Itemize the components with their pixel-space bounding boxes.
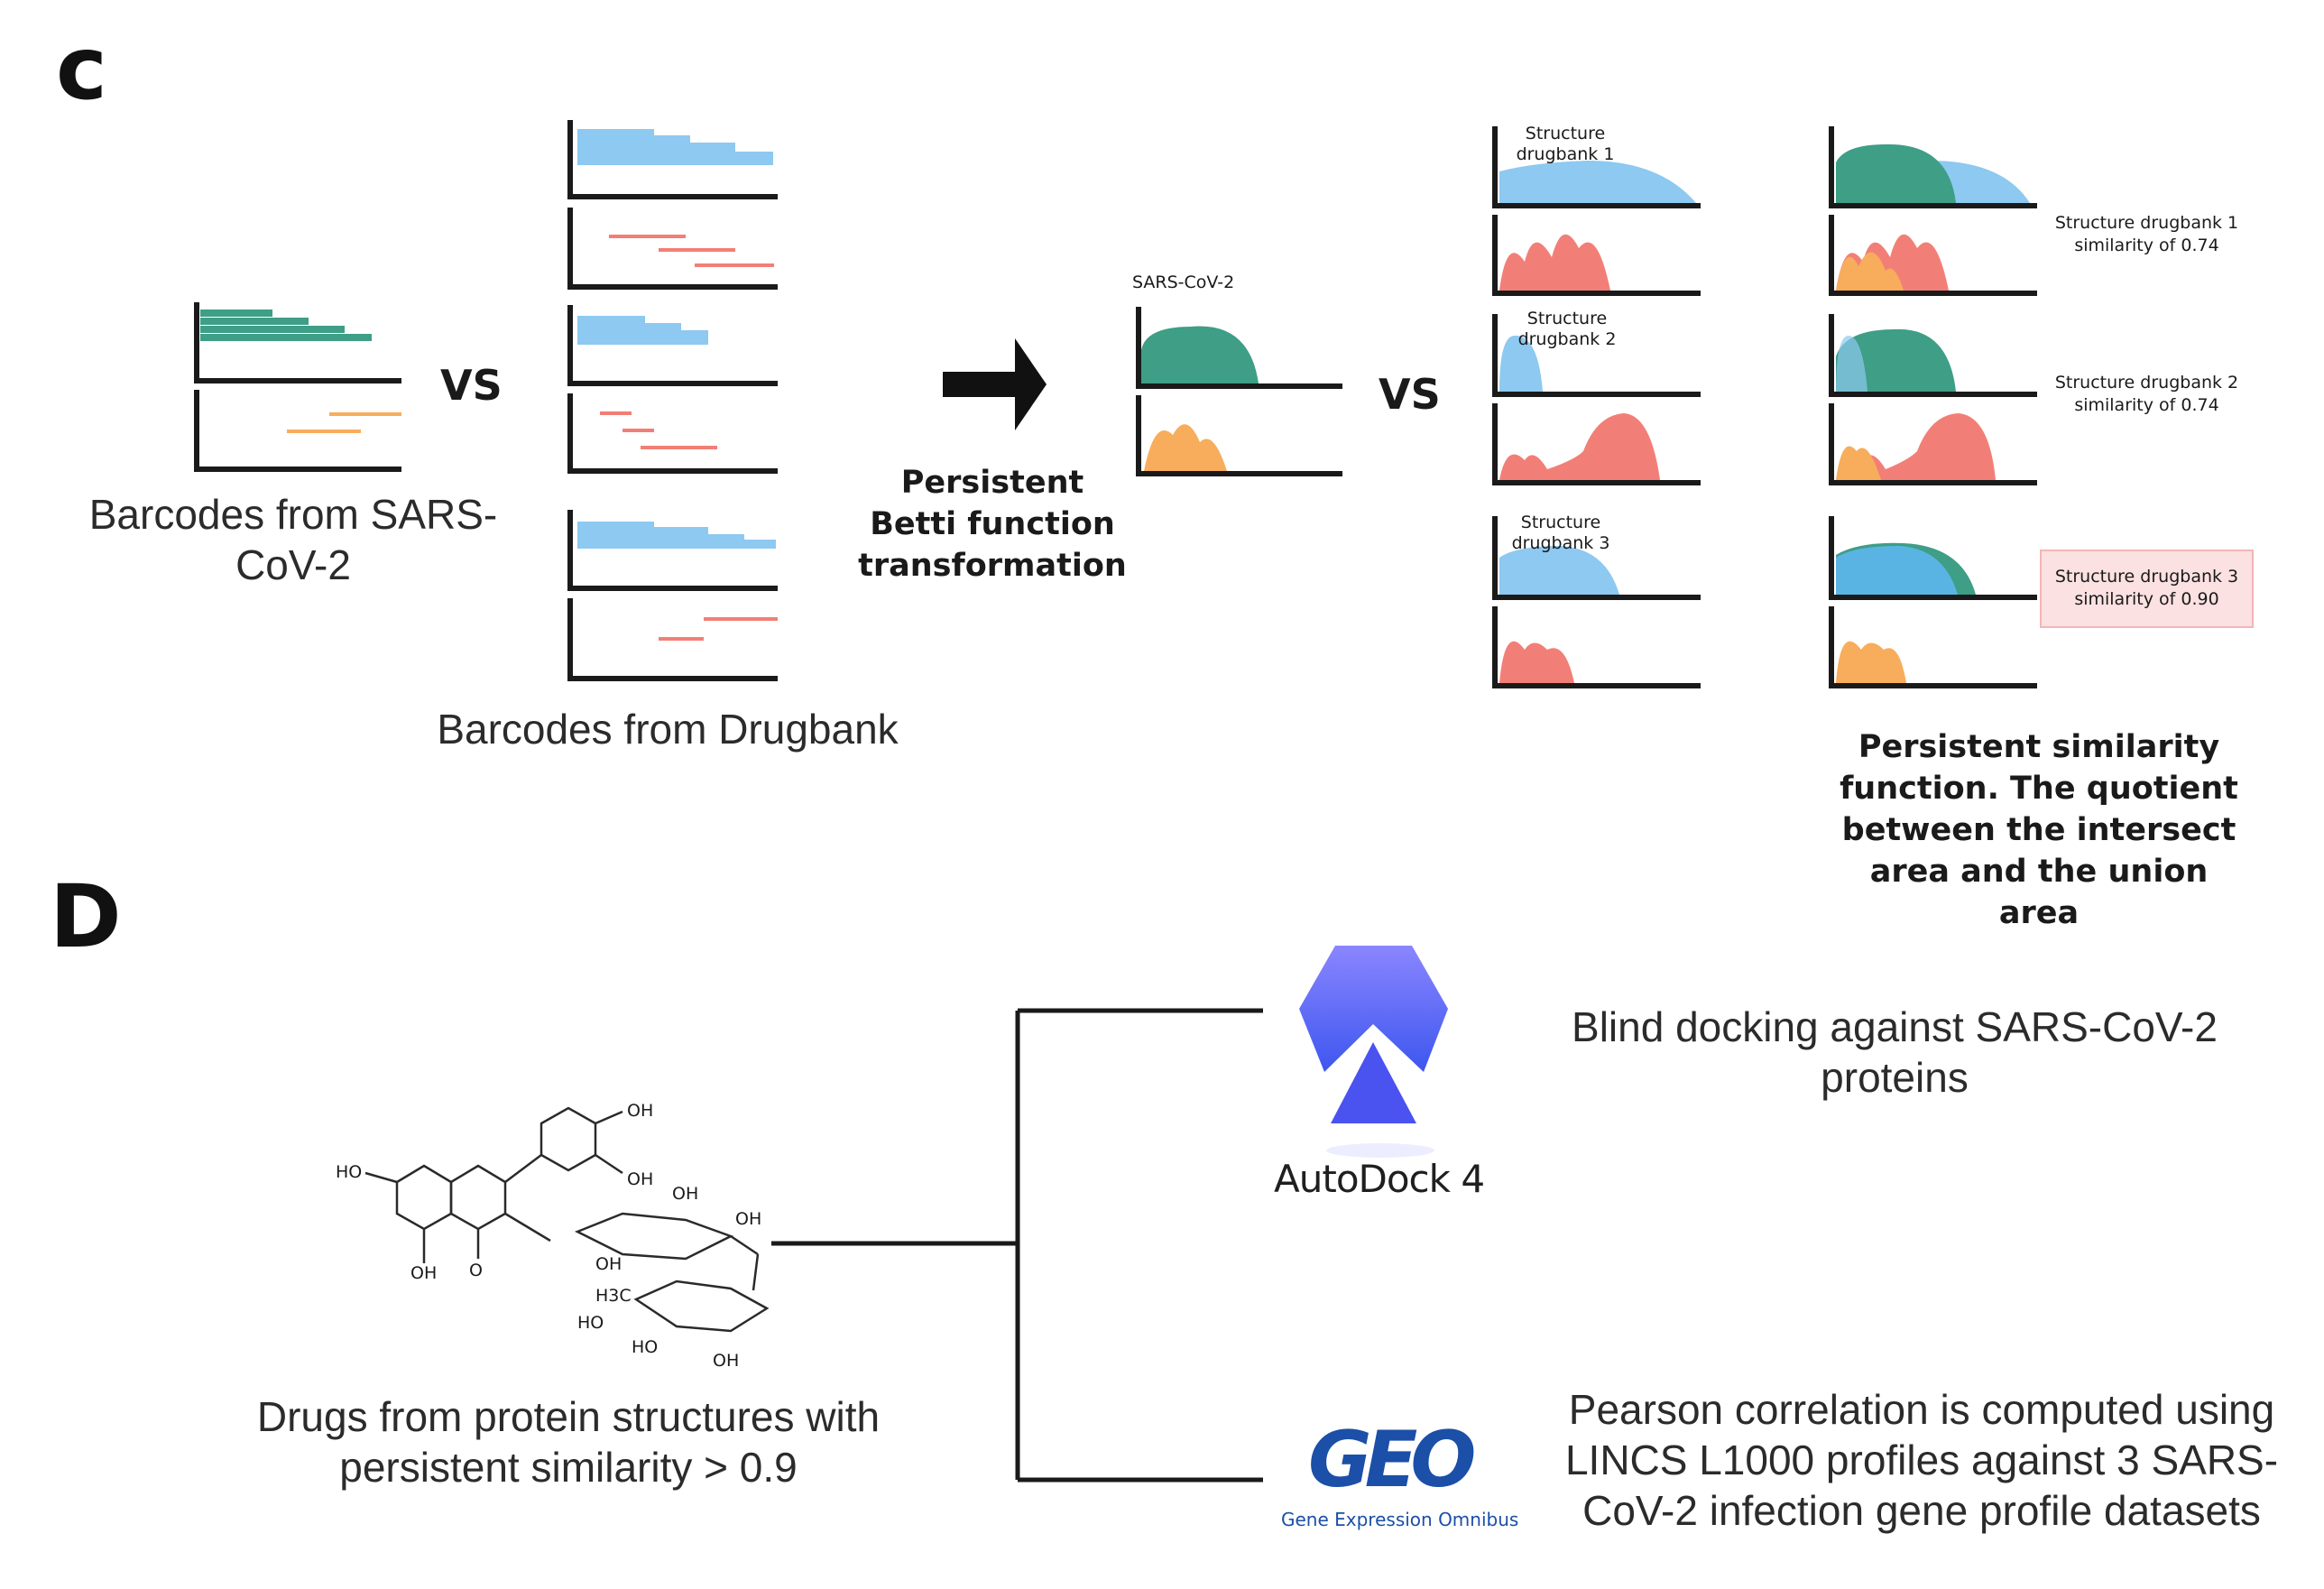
sars-betti-h1-curve xyxy=(1144,424,1227,471)
drugbank3-h1-curve xyxy=(1499,641,1574,683)
similarity-highlight-box xyxy=(2040,550,2254,628)
drugs-caption: Drugs from protein structures with persi… xyxy=(256,1393,881,1491)
sim2-salmon-curve xyxy=(1836,413,1996,480)
panel-c-letter: c xyxy=(56,18,107,119)
drugbank-barcode-h0-bars xyxy=(577,129,776,549)
drugbank1-h0-curve xyxy=(1499,161,1696,203)
similarity-axes xyxy=(1829,126,2037,688)
sars-barcode-h1-bars xyxy=(287,412,401,433)
molecule-atom-label: OH xyxy=(735,1209,762,1229)
molecule-atom-label: OH xyxy=(595,1254,622,1274)
drugbank3-h0-curve xyxy=(1499,546,1619,595)
docking-caption: Blind docking against SARS-CoV-2 protein… xyxy=(1572,1003,2218,1101)
sim2-teal-curve xyxy=(1836,328,1956,392)
sars-betti-axes xyxy=(1136,307,1342,476)
geo-logo-subtitle: Gene Expression Omnibus xyxy=(1281,1509,1519,1530)
sars-barcode-h0 xyxy=(194,302,401,383)
sars-barcode-h0-bars xyxy=(200,309,372,341)
vs-label-left: VS xyxy=(440,361,503,410)
molecule-atom-label: HO xyxy=(577,1313,604,1333)
panel-d-letter: D xyxy=(50,866,122,967)
molecule-atom-label: OH xyxy=(410,1263,438,1283)
sim3-blue-curve xyxy=(1836,546,1958,595)
drugbank-barcodes-caption: Barcodes from Drugbank xyxy=(437,706,899,753)
drugbank-barcode-h1-bars xyxy=(600,235,778,641)
drugbank1-h1-curve xyxy=(1499,234,1610,291)
structure-label-2: Structure drugbank 2 xyxy=(1517,309,1617,349)
similarity-label-3: Structure drugbank 3 similarity of 0.90 xyxy=(2054,567,2239,609)
sim2-blue-curve xyxy=(1836,335,1868,392)
drugbank2-h1-curve xyxy=(1499,413,1660,480)
molecule-structure-icon xyxy=(364,1106,770,1333)
structure-label-3: Structure drugbank 3 xyxy=(1511,513,1610,553)
structure-label-1: Structure drugbank 1 xyxy=(1516,124,1615,164)
similarity-caption: Persistent similarity function. The quot… xyxy=(1840,729,2238,931)
molecule-atom-label: HO xyxy=(336,1162,363,1182)
sars-barcodes-caption: Barcodes from SARS-CoV-2 xyxy=(88,491,498,588)
sars-barcode-h1 xyxy=(194,390,401,472)
drugbank2-h0-curve xyxy=(1499,335,1543,392)
molecule-atom-label: OH xyxy=(672,1184,699,1204)
molecule-atom-label: OH xyxy=(627,1101,654,1121)
pearson-caption: Pearson correlation is computed using LI… xyxy=(1564,1386,2279,1534)
similarity-label-2: Structure drugbank 2 similarity of 0.74 xyxy=(2054,373,2239,415)
autodock-logo-icon xyxy=(1299,946,1448,1158)
sim1-orange-curve xyxy=(1836,252,1904,291)
drugbank-betti-axes xyxy=(1492,126,1701,688)
geo-logo-icon: GEO xyxy=(1308,1415,1476,1505)
similarity-label-1: Structure drugbank 1 similarity of 0.74 xyxy=(2054,213,2239,255)
drugbank-barcode-axes xyxy=(567,120,778,681)
sim2-orange-curve xyxy=(1836,446,1881,480)
vs-label-right: VS xyxy=(1379,370,1441,419)
autodock-label: AutoDock 4 xyxy=(1274,1157,1485,1201)
transformation-arrow xyxy=(943,338,1047,430)
transformation-label: Persistent Betti function transformation xyxy=(858,465,1127,584)
sars-betti-title: SARS-CoV-2 xyxy=(1132,273,1235,292)
sim3-orange-curve xyxy=(1836,641,1906,683)
molecule-atom-label: H3C xyxy=(595,1286,632,1306)
molecule-atom-label: O xyxy=(469,1261,483,1280)
sim1-teal-curve xyxy=(1836,143,1956,203)
molecule-atom-label: OH xyxy=(713,1351,740,1371)
sars-betti-h0-curve xyxy=(1141,326,1259,383)
workflow-tree-lines xyxy=(771,1008,1263,1483)
molecule-atom-label: OH xyxy=(627,1169,654,1189)
molecule-atom-label: HO xyxy=(632,1337,659,1357)
